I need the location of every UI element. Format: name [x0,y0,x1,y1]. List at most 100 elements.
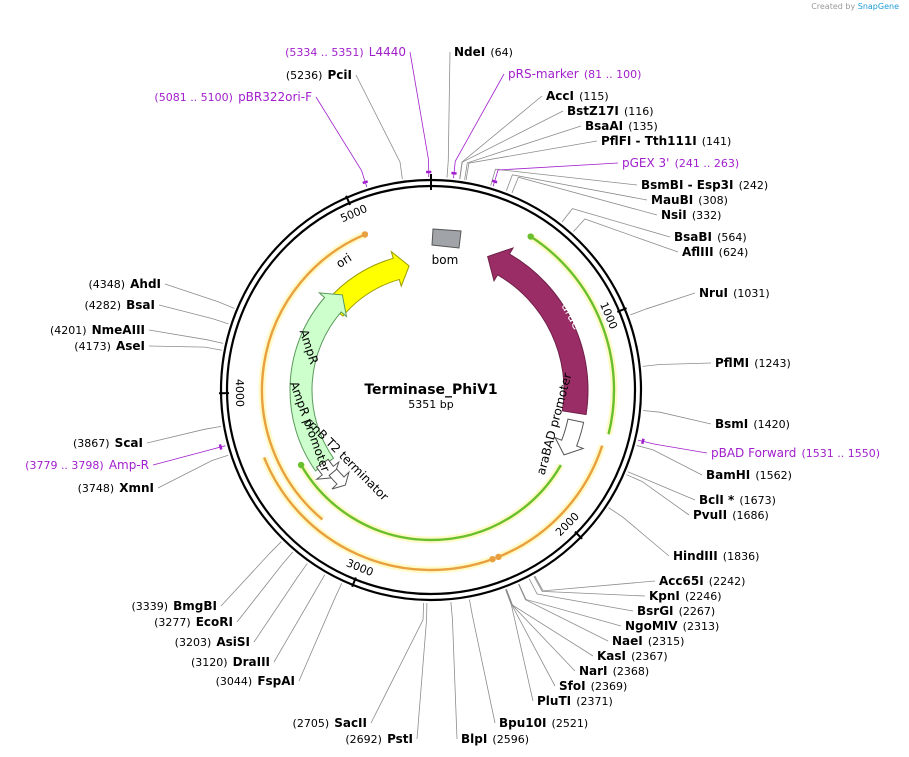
orf-head [297,461,305,469]
enzyme-label-ahdi: (4348) AhdI [88,273,161,292]
bcli--name: BclI * [699,493,735,507]
enzyme-label-kasi: KasI (2367) [597,645,668,664]
enzyme-label-bstz17i: BstZ17I (116) [567,100,654,119]
nsii-position: (332) [692,209,722,222]
enzyme-label-fspai: (3044) FspAI [216,670,295,689]
draiii-position: (3120) [191,656,228,669]
maubi-leader [505,174,648,201]
rrnb-t2-terminator-arrow [328,468,350,490]
bsrgi-leader [528,578,634,612]
bsaai-name: BsaAI [585,119,623,133]
bcli--position: (1673) [739,494,776,507]
bsabi-position: (564) [717,231,747,244]
pflfi-tth111i-name: PflFI - Tth111I [601,134,697,148]
blpi-name: BlpI [461,732,487,746]
prs-marker-position: (81 .. 100) [584,68,642,81]
bpu10i-position: (2521) [552,717,589,730]
enzyme-label-afliii: AflIII (624) [682,241,748,260]
orf-halo [258,231,367,523]
xmni-name: XmnI [119,481,154,495]
afliii-leader [573,218,679,253]
bsmi-position: (1420) [753,418,790,431]
pvuii-leader [626,474,690,516]
kpni-leader [533,576,646,597]
enzyme-label-acci: AccI (115) [546,85,609,104]
enzyme-label-bsmbi-esp3i: BsmBI - Esp3I (242) [641,174,768,193]
ngomiv-position: (2313) [683,620,720,633]
enzyme-label-asei: (4173) AseI [74,335,145,354]
bstz17i-name: BstZ17I [567,104,619,118]
nmeaiii-name: NmeAIII [92,323,145,337]
orf-arc [262,456,493,572]
asisi-name: AsiSI [216,635,250,649]
enzyme-label-bsrgi: BsrGI (2267) [637,600,715,619]
xmni-position: (3748) [78,482,115,495]
credit-brand: SnapGene [857,2,899,11]
pgex-3--position: (241 .. 263) [675,157,740,170]
nari-position: (2368) [613,665,650,678]
naei-name: NaeI [612,634,643,648]
bamhi-leader [636,445,703,476]
enzyme-label-nsii: NsiI (332) [661,204,721,223]
enzyme-label-naei: NaeI (2315) [612,630,684,649]
naei-leader [518,584,609,642]
psti-name: PstI [387,732,413,746]
enzyme-label-bcli-: BclI * (1673) [699,489,776,508]
l4440-name: L4440 [369,45,406,59]
pluti-position: (2371) [576,695,613,708]
nsii-leader [511,176,658,216]
enzyme-label-bamhi: BamHI (1562) [706,464,792,483]
enzyme-label-maubi: MauBI (308) [651,189,728,208]
prs-marker-name: pRS-marker [508,67,579,81]
bmgbi-leader [220,541,282,607]
draiii-leader [273,574,326,663]
asei-leader [148,345,222,351]
enzyme-label-blpi: BlpI (2596) [461,728,529,747]
ori-arrow [325,250,410,317]
enzyme-label-nmeaiii: (4201) NmeAIII [50,319,145,338]
nsii-name: NsiI [661,208,687,222]
bsmbi-esp3i-leader [490,168,638,186]
pflmi-name: PflMI [715,356,749,370]
asei-position: (4173) [74,340,111,353]
pcii-leader [355,74,403,179]
orf-head [489,555,496,563]
ecori-leader [236,551,294,623]
kasi-leader [506,589,594,657]
tick-2000 [574,531,583,540]
arac-arrow [487,247,589,416]
ahdi-leader [164,283,235,309]
acci-name: AccI [546,89,574,103]
enzyme-label-bsaai: BsaAI (135) [585,115,658,134]
fspai-position: (3044) [216,675,253,688]
pbad-forward-name: pBAD Forward [711,446,796,460]
scai-leader [146,426,222,444]
nmeaiii-leader [148,329,224,344]
nrui-leader [630,292,696,316]
orf-arcs [258,231,618,574]
naei-position: (2315) [648,635,685,648]
bmgbi-name: BmgBI [173,599,217,613]
maubi-position: (308) [698,194,728,207]
arabad-promoter-arrow [554,418,585,456]
pcii-name: PciI [328,68,353,82]
bsai-leader [158,304,229,325]
enzyme-label-psti: (2692) PstI [345,728,413,747]
enzyme-label-bmgbi: (3339) BmgBI [131,595,217,614]
pbad-forward-leader [637,439,708,454]
prs-marker-leader [453,73,505,179]
nari-name: NarI [579,664,608,678]
enzyme-label-sfoi: SfoI (2369) [559,675,627,694]
enzyme-label-ngomiv: NgoMIV (2313) [625,615,719,634]
draiii-name: DraIII [233,655,270,669]
orf-head [495,553,502,561]
amp-r-name: Amp-R [109,458,149,472]
bsabi-name: BsaBI [674,230,712,244]
prs-marker-primer-mark [451,171,457,175]
ahdi-position: (4348) [88,278,125,291]
sfoi-name: SfoI [559,679,586,693]
bsai-name: BsaI [126,298,155,312]
enzyme-label-acc65i: Acc65I (2242) [659,570,745,589]
acc65i-position: (2242) [709,575,746,588]
primer-label-pbad-forward: pBAD Forward (1531 .. 1550) [711,442,880,461]
